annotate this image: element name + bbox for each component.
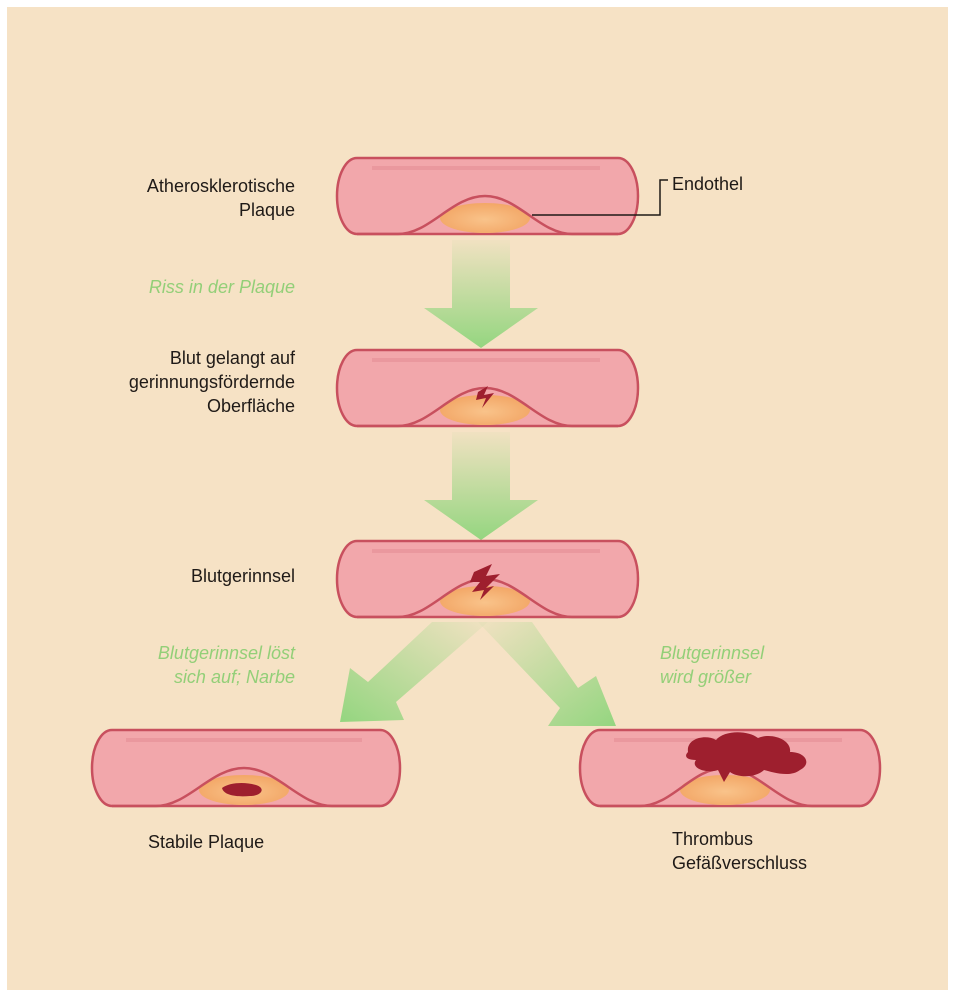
- transition-grow: Blutgerinnsel wird größer: [660, 641, 764, 689]
- label-thrombus: Thrombus Gefäßverschluss: [672, 827, 807, 875]
- transition-rupture: Riss in der Plaque: [149, 275, 295, 299]
- arrow-rupture: [424, 240, 538, 348]
- label-stable: Stabile Plaque: [148, 830, 264, 854]
- vessel-plaque: [337, 158, 638, 234]
- vessel-surface: [337, 350, 638, 426]
- label-endothel: Endothel: [672, 172, 743, 196]
- arrow-dissolve: [340, 622, 488, 722]
- transition-dissolve: Blutgerinnsel löst sich auf; Narbe: [158, 641, 295, 689]
- label-plaque: Atherosklerotische Plaque: [147, 174, 295, 222]
- label-clot: Blutgerinnsel: [191, 564, 295, 588]
- arrow-surface-to-clot: [424, 432, 538, 540]
- arrow-grow: [478, 622, 616, 726]
- vessel-clot: [337, 541, 638, 617]
- vessel-thrombus: [580, 730, 880, 806]
- vessel-stable: [92, 730, 400, 806]
- label-surface: Blut gelangt auf gerinnungsfördernde Obe…: [129, 346, 295, 418]
